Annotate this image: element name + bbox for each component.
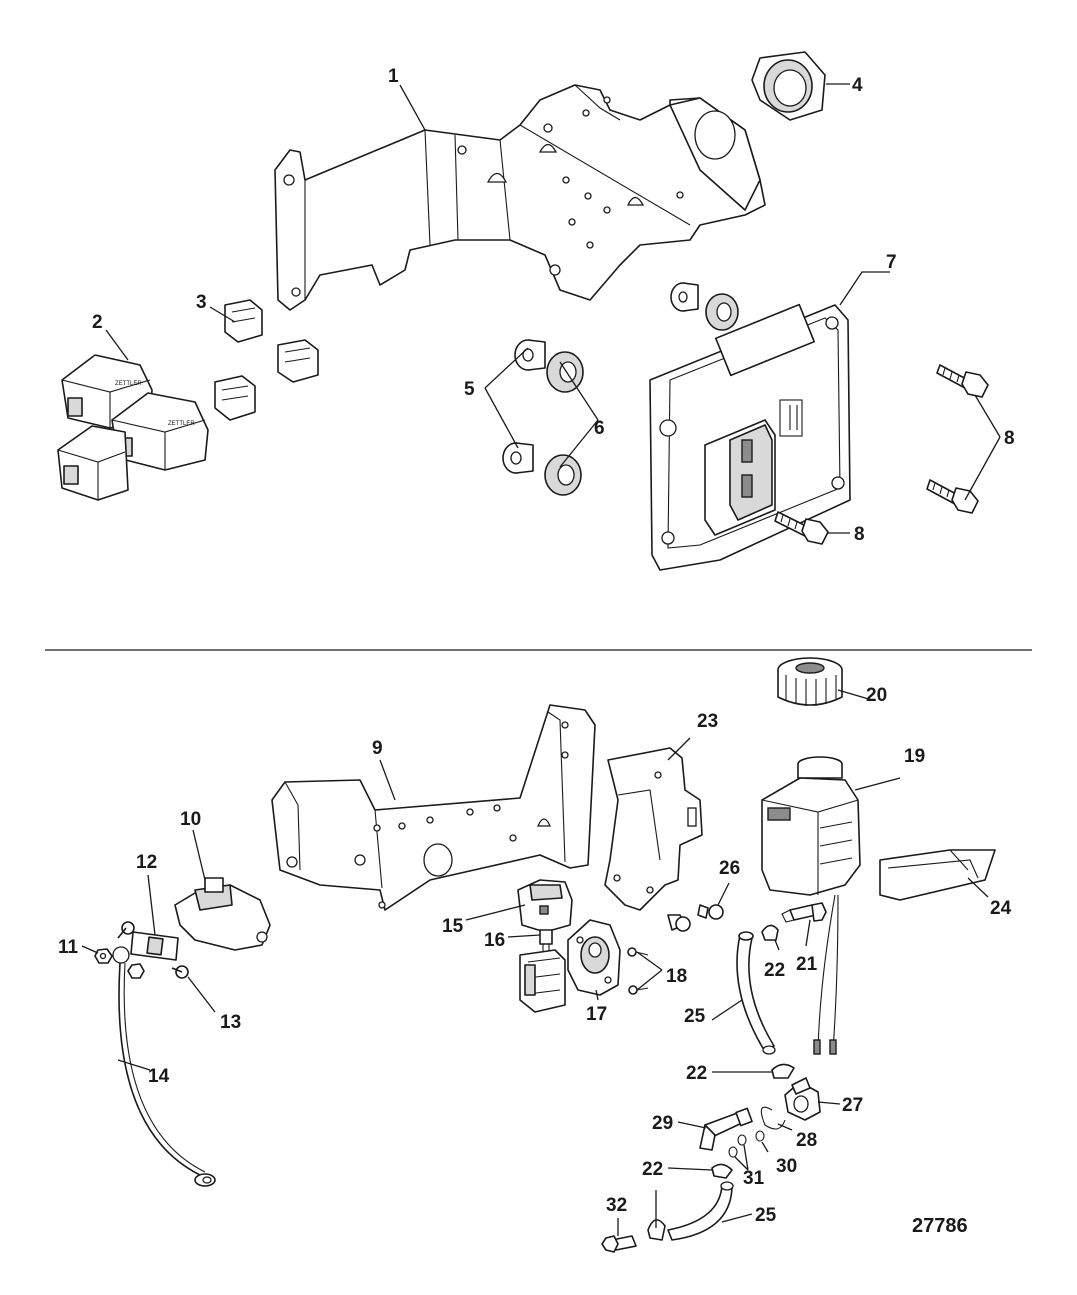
part-24-strap (879, 849, 996, 901)
callout-22-upper: 22 (764, 960, 785, 981)
sleeve-top-right (670, 282, 699, 312)
part-28-clip (760, 1106, 786, 1130)
callout-3: 3 (196, 292, 207, 313)
part-17-circuit-breaker (567, 919, 621, 996)
part-19-reservoir (761, 756, 861, 896)
callout-11: 11 (58, 937, 79, 958)
part-32-barb-fitting (601, 1235, 637, 1253)
callout-24: 24 (990, 898, 1012, 919)
top-callouts: 1 4 7 2 3 5 6 8 8 (92, 66, 1015, 545)
part-9-bracket (271, 704, 596, 911)
part-25-hose-lower (667, 1181, 734, 1241)
callout-31: 31 (743, 1168, 765, 1189)
socket-b (277, 339, 319, 383)
grommet-upper (546, 351, 584, 393)
callout-12: 12 (136, 852, 157, 873)
callout-23: 23 (697, 711, 718, 732)
callout-27: 27 (842, 1095, 863, 1116)
part-13-screws (117, 921, 189, 979)
part-1-mounting-bracket (274, 84, 766, 311)
figure-number: 27786 (912, 1215, 968, 1237)
sleeve-upper (514, 339, 546, 371)
socket-a (224, 299, 263, 343)
part-8-bolt-middle (926, 479, 979, 514)
part-25-hose-upper (736, 931, 776, 1055)
relay-brand-label: ZETTLER (115, 381, 142, 387)
grommet-lower (544, 454, 582, 496)
socket-c (214, 375, 256, 421)
callout-22-lower: 22 (642, 1159, 663, 1180)
part-15-connector (517, 879, 573, 933)
part-6-grommets (544, 293, 739, 496)
part-3-relay-sockets (214, 299, 319, 421)
callout-17: 17 (586, 1004, 607, 1025)
callout-9: 9 (372, 738, 383, 759)
grommet-top-right (705, 293, 739, 331)
top-leaders (105, 83, 1001, 534)
callout-25-lower: 25 (755, 1205, 777, 1226)
callout-15: 15 (442, 916, 464, 937)
callout-4: 4 (852, 75, 863, 96)
callout-6: 6 (594, 418, 605, 439)
part-8-bolt-lower (774, 511, 829, 545)
sleeve-lower (502, 442, 534, 474)
part-23-mounting-plate (604, 747, 703, 911)
callout-30: 30 (776, 1156, 797, 1177)
part-16-terminal (539, 929, 553, 952)
bottom-leaders (81, 689, 989, 1236)
part-27-fitting (784, 1077, 821, 1121)
part-26-screws (667, 904, 724, 932)
callout-22-middle: 22 (686, 1063, 707, 1084)
part-21-fitting (781, 902, 827, 923)
part-29-tee-fitting (699, 1107, 753, 1151)
part-7-ecm-module (649, 303, 851, 571)
callout-28: 28 (796, 1130, 817, 1151)
part-2-relays: ZETTLER ZETTLER (57, 354, 209, 501)
callout-20: 20 (866, 685, 887, 706)
callout-14: 14 (148, 1066, 170, 1087)
part-22-clamps (647, 924, 795, 1241)
part-4-hex-nut (751, 51, 826, 121)
callout-18: 18 (666, 966, 687, 987)
callout-29: 29 (652, 1113, 673, 1134)
part-8-bolt-upper (936, 364, 989, 398)
harness-connector (519, 949, 566, 1013)
callout-32: 32 (606, 1195, 627, 1216)
relay-lower (57, 425, 129, 501)
callout-2: 2 (92, 312, 103, 333)
part-5-sleeves (502, 282, 699, 474)
callout-5: 5 (464, 379, 475, 400)
callout-13: 13 (220, 1012, 241, 1033)
callout-25-upper: 25 (684, 1006, 706, 1027)
part-20-cap (777, 657, 843, 706)
callout-10: 10 (180, 809, 201, 830)
part-18-screws (627, 947, 649, 995)
relay-brand-label-2: ZETTLER (168, 421, 195, 427)
part-30-31-o-rings (728, 1130, 765, 1158)
bottom-callouts: 9 10 12 11 13 14 15 16 17 18 23 20 19 24… (58, 685, 1012, 1226)
callout-8-lower: 8 (854, 524, 865, 545)
callout-7: 7 (886, 252, 897, 273)
callout-21: 21 (796, 954, 818, 975)
callout-16: 16 (484, 930, 505, 951)
part-10-sensor (174, 877, 271, 951)
part-12-ground-strap (130, 931, 179, 961)
sensor-wires (813, 894, 839, 1055)
callout-19: 19 (904, 746, 925, 767)
callout-8-right: 8 (1004, 428, 1015, 449)
callout-26: 26 (719, 858, 740, 879)
callout-1: 1 (388, 66, 399, 87)
part-14-ground-cable (112, 946, 216, 1187)
part-11-nut (94, 948, 113, 964)
